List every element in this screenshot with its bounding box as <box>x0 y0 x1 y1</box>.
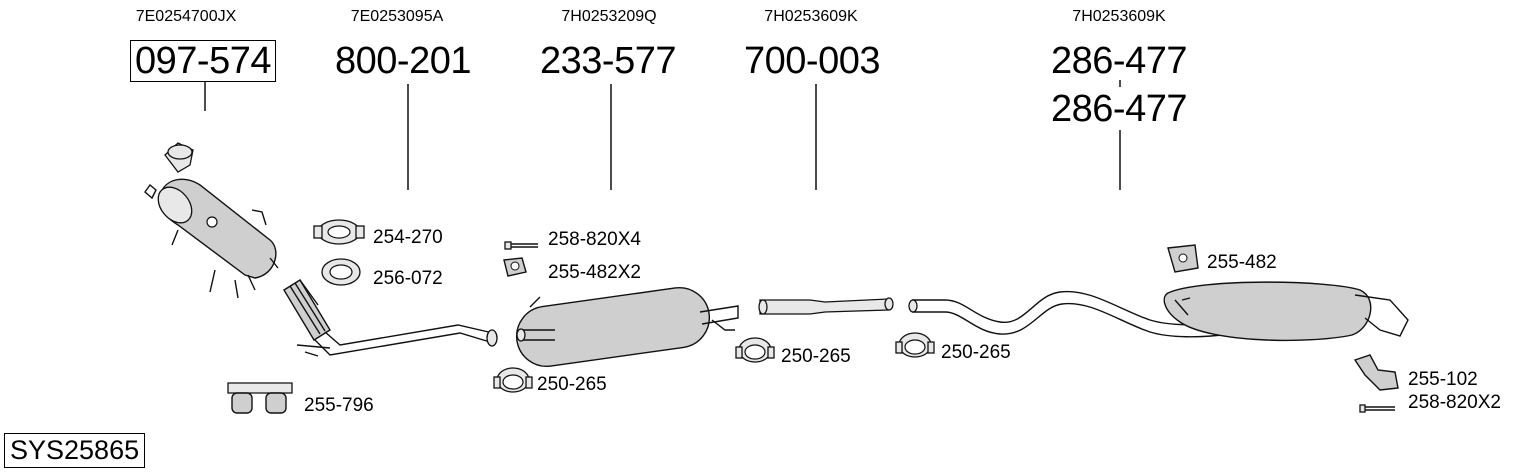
part-number-800-201[interactable]: 800-201 <box>335 40 471 82</box>
centre-silencer-part <box>504 241 739 368</box>
part-number-233-577[interactable]: 233-577 <box>540 40 676 82</box>
clamp-250-265-icon <box>493 367 533 393</box>
particulate-filter-part <box>144 142 279 299</box>
part-number-097-574[interactable]: 097-574 <box>130 40 276 82</box>
oem-number: 7H0253609K <box>764 8 858 25</box>
accessory-label[interactable]: 255-102 <box>1408 369 1478 390</box>
clamp-250-265-icon <box>895 332 935 358</box>
mount-255-482-icon <box>1167 244 1199 273</box>
accessory-label[interactable]: 250-265 <box>537 374 607 395</box>
accessory-label[interactable]: 255-482 <box>1207 252 1277 273</box>
mount-255-102-icon <box>1353 354 1399 391</box>
system-id: SYS25865 <box>4 433 146 468</box>
accessory-label[interactable]: 258-820X2 <box>1408 392 1501 413</box>
accessory-label[interactable]: 254-270 <box>373 227 443 248</box>
gasket-256-072-icon <box>321 258 361 286</box>
accessory-label[interactable]: 255-482X2 <box>548 262 641 283</box>
oem-number: 7H0253609K <box>1072 8 1166 25</box>
part-number-286-477-second[interactable]: 286-477 <box>1051 88 1187 130</box>
intermediate-pipe-part <box>758 297 894 315</box>
oem-number: 7E0253095A <box>350 8 444 25</box>
bolt-258-820-icon <box>1359 404 1395 413</box>
accessory-label[interactable]: 255-796 <box>304 395 374 416</box>
oem-number: 7E0254700JX <box>135 8 237 25</box>
accessory-label[interactable]: 250-265 <box>781 346 851 367</box>
oem-number: 7H0253209Q <box>561 8 657 25</box>
accessory-label[interactable]: 256-072 <box>373 268 443 289</box>
mount-255-482-icon <box>503 257 527 277</box>
part-number-286-477[interactable]: 286-477 <box>1051 40 1187 82</box>
mount-255-796-icon <box>227 382 293 414</box>
accessory-label[interactable]: 250-265 <box>941 342 1011 363</box>
part-number-700-003[interactable]: 700-003 <box>744 40 880 82</box>
rear-silencer-part <box>908 281 1409 342</box>
clamp-254-270-icon <box>313 219 365 245</box>
clamp-250-265-icon <box>735 337 775 363</box>
accessory-label[interactable]: 258-820X4 <box>548 229 641 250</box>
front-pipe-part <box>283 279 498 357</box>
